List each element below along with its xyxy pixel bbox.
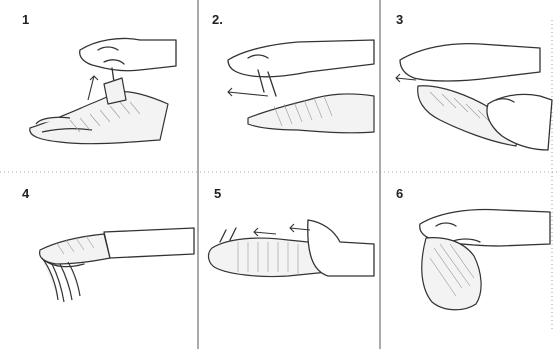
step-illustration bbox=[380, 0, 560, 172]
step-panel-2: 2. bbox=[198, 0, 380, 172]
step-illustration bbox=[380, 172, 560, 349]
step-panel-6: 6 bbox=[380, 172, 560, 349]
step-panel-4: 4 bbox=[0, 172, 198, 349]
step-panel-3: 3 bbox=[380, 0, 560, 172]
step-illustration bbox=[198, 0, 380, 172]
step-illustration bbox=[0, 0, 198, 172]
step-panel-1: 1 bbox=[0, 0, 198, 172]
step-illustration bbox=[198, 172, 380, 349]
step-illustration bbox=[0, 172, 198, 349]
step-panel-5: 5 bbox=[198, 172, 380, 349]
